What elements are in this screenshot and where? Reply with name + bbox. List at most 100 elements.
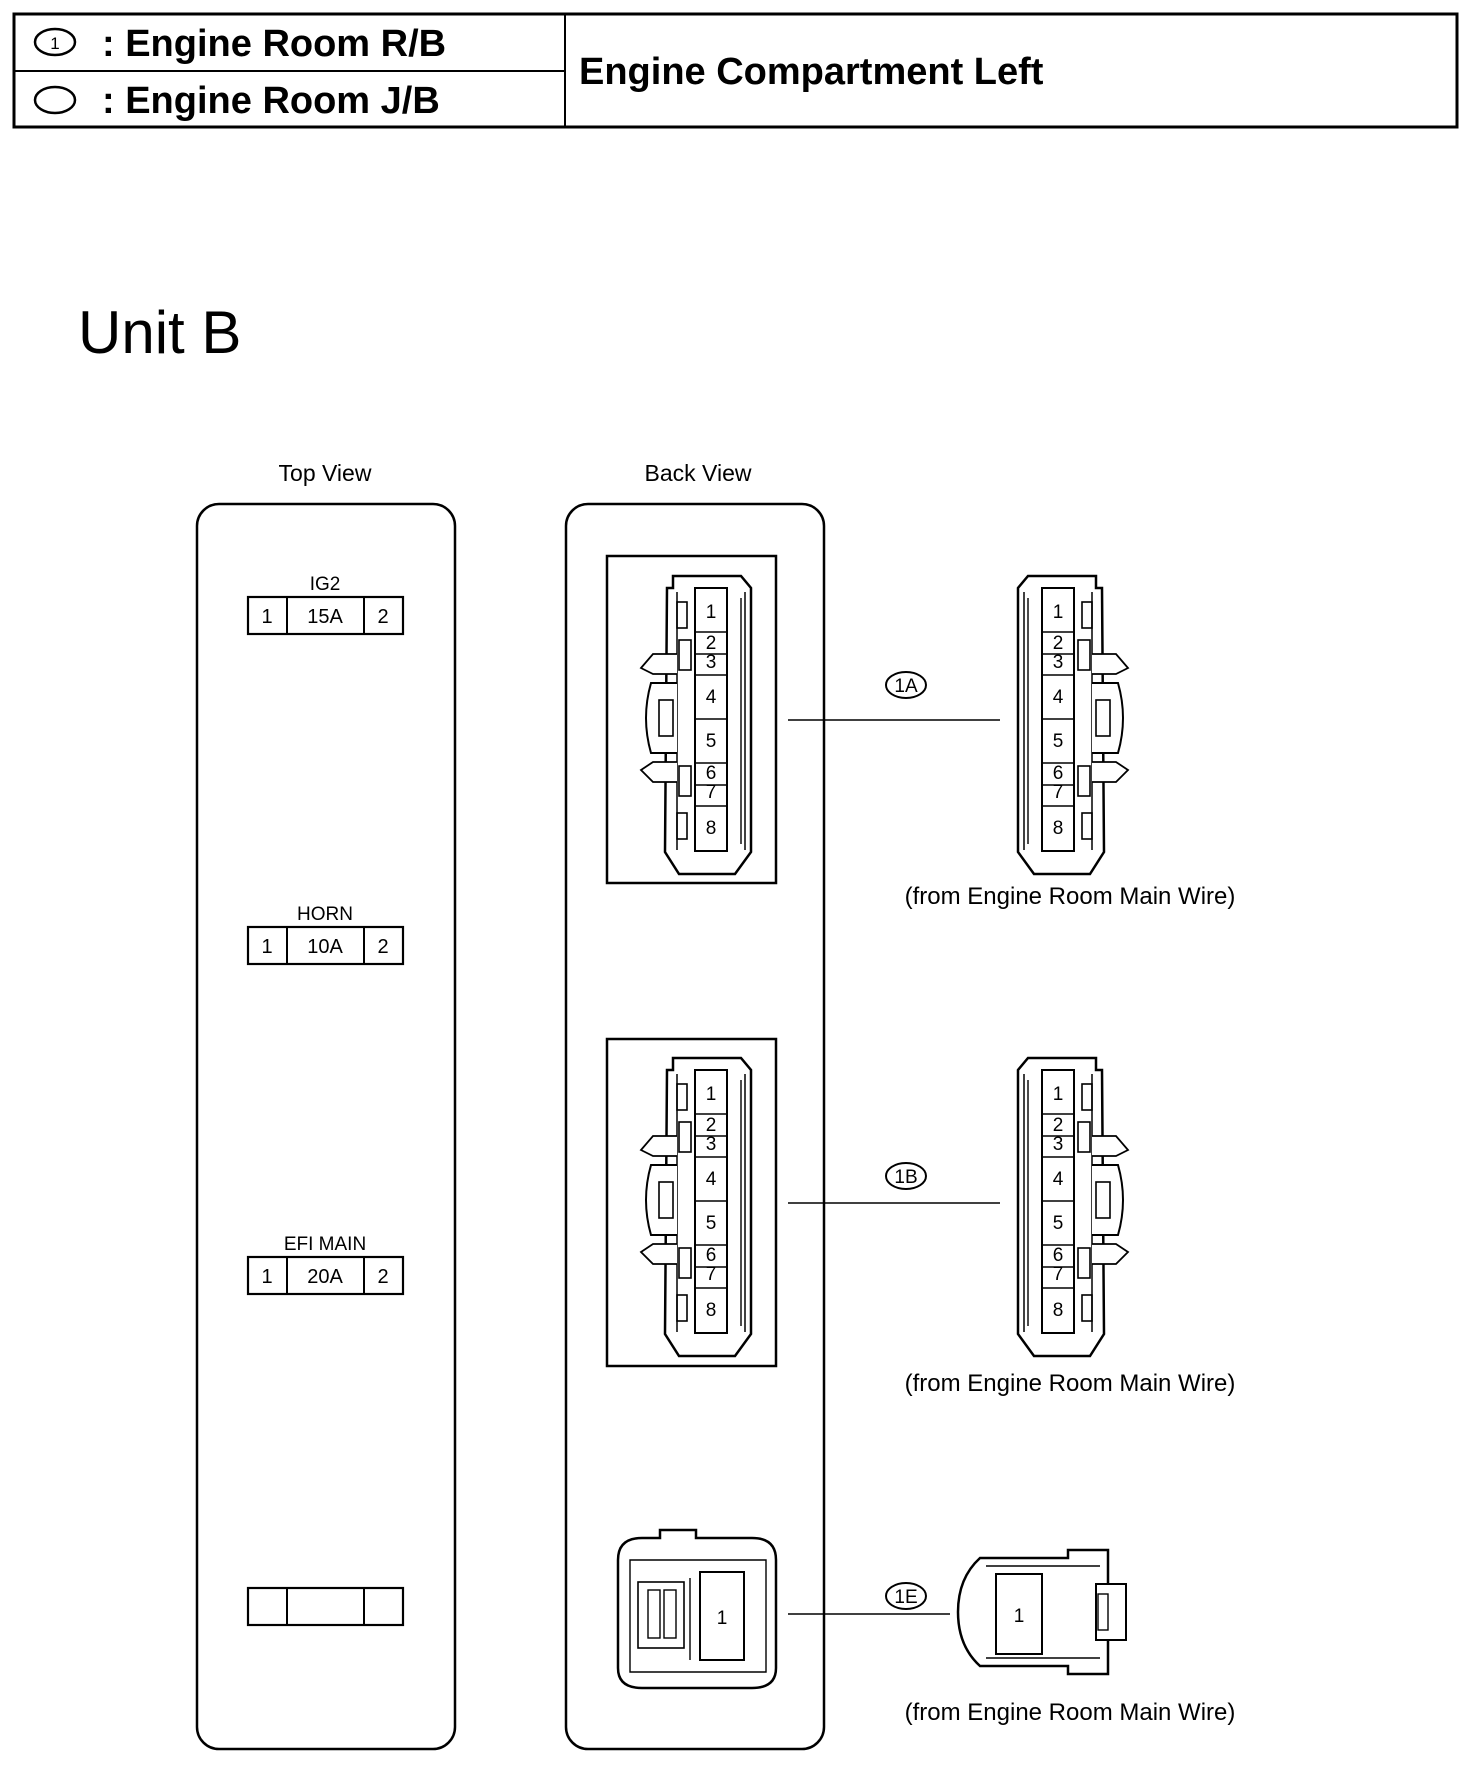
pin-label: 2 (1053, 633, 1064, 654)
latch-slot (678, 1121, 692, 1153)
latch-slot (1081, 601, 1093, 629)
pin-label: 8 (706, 818, 717, 839)
pin-label: 4 (706, 687, 717, 708)
unit-title: Unit B (78, 299, 241, 366)
pin-label: 7 (1053, 782, 1064, 803)
pin-label: 6 (706, 1245, 717, 1266)
header-title: Engine Compartment Left (579, 51, 1044, 93)
lock-lever-key (663, 1589, 677, 1639)
pin-label: 7 (706, 1264, 717, 1285)
pin-label: 1 (1053, 1084, 1064, 1105)
connector-caption: (from Engine Room Main Wire) (905, 1699, 1236, 1726)
latch-slot (1097, 1593, 1109, 1631)
latch-slot (676, 812, 688, 840)
lock-tab (639, 653, 677, 675)
legend-rb-icon: 1 (33, 27, 77, 57)
connector-id-text: 1A (894, 676, 918, 697)
top-view-panel (195, 502, 457, 1751)
latch-slot (676, 601, 688, 629)
pin-label: 1 (1014, 1606, 1025, 1627)
lock-tab (1095, 1583, 1127, 1641)
pin-label: 7 (706, 782, 717, 803)
pin-label: 8 (706, 1300, 717, 1321)
pin-label: 5 (1053, 1213, 1064, 1234)
pin-cell (995, 1573, 1043, 1655)
fuse-body (246, 925, 405, 966)
lock-tab (639, 1135, 677, 1157)
pin-label: 8 (1053, 1300, 1064, 1321)
latch-slot (1081, 812, 1093, 840)
latch-slot (1077, 1247, 1091, 1279)
connector-inner-edge (629, 1559, 767, 1673)
fuse-terminal-left: 1 (261, 606, 272, 628)
latch-slot (1081, 1294, 1093, 1322)
pin-label: 2 (1053, 1115, 1064, 1136)
lock-lever-key (1095, 699, 1111, 737)
latch-slot (676, 1294, 688, 1322)
pin-label: 5 (706, 1213, 717, 1234)
latch-slot (1081, 1083, 1093, 1111)
fuse-block (246, 1586, 405, 1627)
latch-slot (1077, 639, 1091, 671)
lock-tab (1092, 1135, 1130, 1157)
pin-cell (699, 1571, 745, 1661)
pin-label: 7 (1053, 1264, 1064, 1285)
latch-slot (1077, 1121, 1091, 1153)
legend-jb-icon (33, 85, 77, 115)
latch-slot (1077, 765, 1091, 797)
fuse-body (246, 595, 405, 636)
legend-rb-text: : Engine Room R/B (102, 23, 446, 65)
lock-tab (1092, 761, 1130, 783)
pin-label: 3 (1053, 652, 1064, 673)
fuse-body (246, 1255, 405, 1296)
lock-lever-key (1095, 1181, 1111, 1219)
pin-label: 1 (1053, 602, 1064, 623)
connector-caption: (from Engine Room Main Wire) (905, 883, 1236, 910)
fuse-terminal-left: 1 (261, 936, 272, 958)
legend-jb-text: : Engine Room J/B (102, 80, 440, 122)
pin-label: 4 (706, 1169, 717, 1190)
fuse-name: IG2 (310, 574, 341, 595)
lock-lever (637, 1581, 685, 1649)
lock-tab (1092, 653, 1130, 675)
lock-lever-key (658, 1181, 674, 1219)
lock-tab (639, 1243, 677, 1265)
pin-label: 5 (706, 731, 717, 752)
fuse-terminal-right: 2 (377, 1266, 388, 1288)
pin-label: 4 (1053, 687, 1064, 708)
pin-label: 3 (706, 1134, 717, 1155)
pin-label: 3 (1053, 1134, 1064, 1155)
fuse-name: HORN (297, 904, 353, 925)
back-view-label: Back View (645, 460, 752, 486)
pin-label: 6 (1053, 1245, 1064, 1266)
pin-label: 6 (1053, 763, 1064, 784)
fuse-terminal-left: 1 (261, 1266, 272, 1288)
connector-id-badge (885, 1162, 927, 1190)
fuse-rating: 20A (307, 1266, 343, 1288)
fuse-block: EFI MAIN 1 20A 2 (246, 1234, 405, 1296)
latch-slot (678, 765, 692, 797)
top-view-label: Top View (279, 460, 372, 486)
header-table: 1 : Engine Room R/B : Engine Room J/B En… (12, 12, 1459, 129)
fuse-name: EFI MAIN (284, 1234, 366, 1255)
latch-slot (678, 1247, 692, 1279)
connector-id-text: 1B (894, 1167, 917, 1188)
connector-id-badge (885, 1582, 927, 1610)
connector-id-text: 1E (894, 1587, 917, 1608)
pin-label: 1 (717, 1608, 728, 1629)
connector-id-badge (885, 671, 927, 699)
fuse-rating: 10A (307, 936, 343, 958)
pin-label: 6 (706, 763, 717, 784)
latch-slot (678, 639, 692, 671)
pin-label: 1 (706, 1084, 717, 1105)
